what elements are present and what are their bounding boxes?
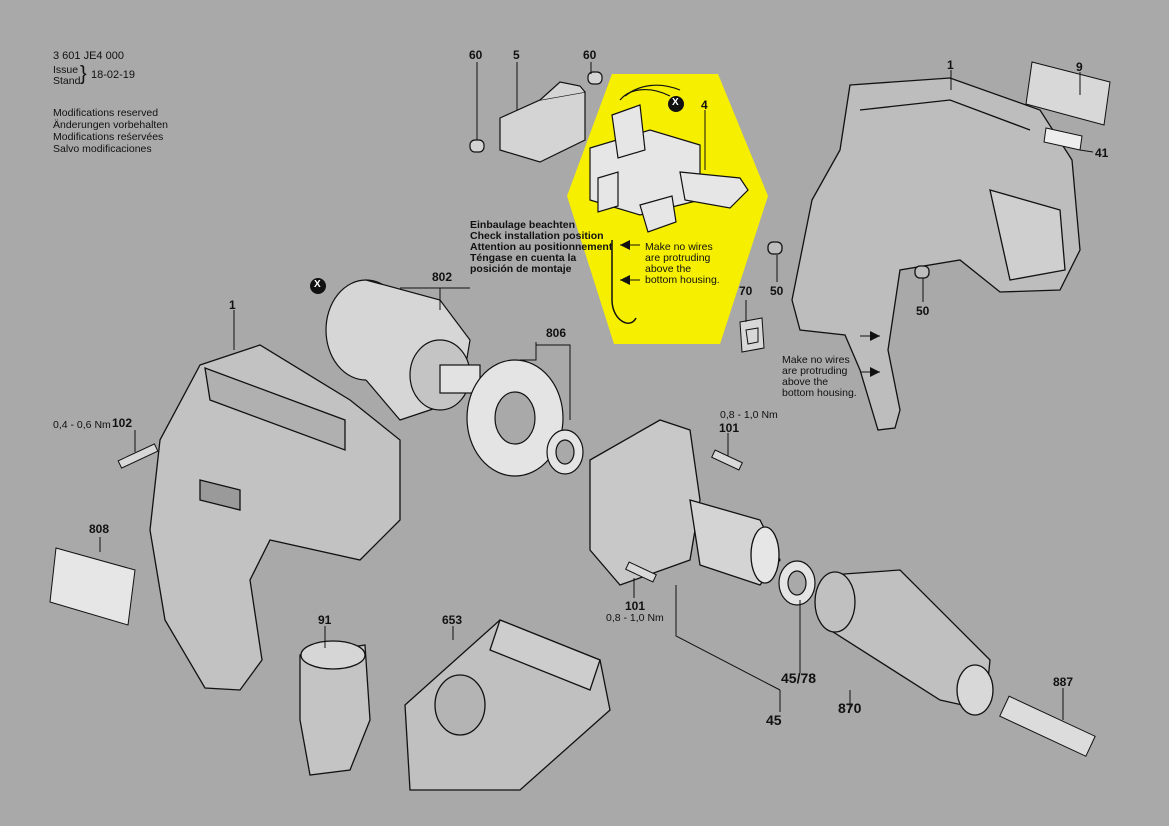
screw-101a <box>711 449 743 471</box>
part-653: 653 <box>442 613 463 627</box>
install-note-line-5: posición de montaje <box>470 263 572 275</box>
part-102: 102 <box>112 416 133 430</box>
issue-date: 18-02-19 <box>91 69 136 81</box>
switch-part <box>589 84 749 324</box>
marker-x-circle-2 <box>310 278 326 294</box>
part-101-top: 101 <box>719 421 740 435</box>
clip-part <box>739 317 765 353</box>
washer-parts <box>466 359 816 606</box>
torque-101-top: 0,8 - 1,0 Nm <box>720 409 778 421</box>
modifications-de: Änderungen vorbehalten <box>53 119 169 131</box>
marker-x-2: X <box>314 279 321 290</box>
modifications-en: Modifications reserved <box>53 107 159 119</box>
stand-label: Stand <box>53 75 81 87</box>
wire-note-2-line-3: above the <box>782 376 829 388</box>
part-802: 802 <box>432 270 453 284</box>
gear-housing <box>589 419 781 586</box>
part-1-left: 1 <box>229 298 236 312</box>
issue-label: Issue <box>53 64 79 76</box>
part-60-right: 60 <box>583 48 597 62</box>
part-4: 4 <box>701 98 708 112</box>
bracket-part <box>469 71 603 163</box>
part-887: 887 <box>1053 675 1074 689</box>
modifications-fr: Modifications reśervées <box>53 131 164 143</box>
motor-part <box>325 279 481 421</box>
wire-note-2-line-2: are protruding <box>782 365 848 377</box>
part-70: 70 <box>739 284 753 298</box>
part-870: 870 <box>838 700 862 716</box>
wire-note-1-line-3: above the <box>645 263 692 275</box>
part-806: 806 <box>546 326 567 340</box>
label-sticker-9 <box>1025 61 1111 126</box>
install-note-line-3: Attention au positionnement <box>470 241 613 253</box>
install-note-line-1: Einbaulage beachten <box>470 219 576 231</box>
part-808: 808 <box>89 522 110 536</box>
install-note-line-4: Téngase en cuenta la <box>470 252 577 264</box>
torque-101-bottom: 0,8 - 1,0 Nm <box>606 612 664 624</box>
install-note-line-2: Check installation position <box>470 230 604 242</box>
screw-102 <box>117 443 159 469</box>
part-1-top: 1 <box>947 58 954 72</box>
part-5: 5 <box>513 48 520 62</box>
label-sticker-808 <box>49 547 136 626</box>
wire-note-2-line-4: bottom housing. <box>782 387 857 399</box>
document-code: 3 601 JE4 000 <box>53 50 124 62</box>
leader-lines <box>99 62 1094 720</box>
marker-x-circle-1 <box>668 96 684 112</box>
part-91: 91 <box>318 613 332 627</box>
part-9: 9 <box>1076 60 1083 74</box>
wire-note-2-line-1: Make no wires <box>782 354 850 366</box>
housing-top-right <box>767 77 1081 431</box>
charger-part <box>404 619 611 791</box>
housing-left <box>149 344 401 691</box>
part-45-78: 45/78 <box>781 670 817 686</box>
part-41: 41 <box>1095 146 1109 160</box>
wire-note-1-line-1: Make no wires <box>645 241 713 253</box>
modifications-es: Salvo modificaciones <box>53 143 152 155</box>
bit-holder <box>999 695 1096 757</box>
chuck-part <box>814 569 994 716</box>
part-50-left: 50 <box>770 284 784 298</box>
marker-x-1: X <box>672 97 679 108</box>
part-45: 45 <box>766 712 782 728</box>
battery-part <box>299 640 371 776</box>
part-50-right: 50 <box>916 304 930 318</box>
part-101-bottom: 101 <box>625 599 646 613</box>
torque-102: 0,4 - 0,6 Nm <box>53 419 111 431</box>
wire-note-1-line-4: bottom housing. <box>645 274 720 286</box>
wire-note-1-line-2: are protruding <box>645 252 711 264</box>
brace-glyph: } <box>80 63 87 85</box>
arrow-heads <box>620 240 880 377</box>
part-60-left: 60 <box>469 48 483 62</box>
screw-101b <box>625 561 657 583</box>
